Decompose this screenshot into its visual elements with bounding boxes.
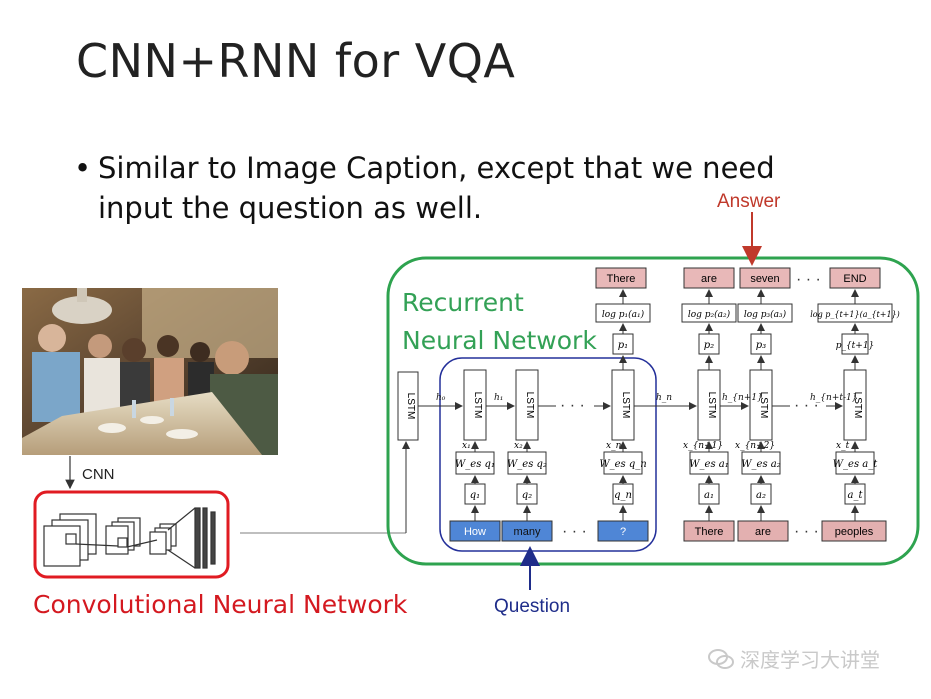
svg-text:LSTM: LSTM xyxy=(852,392,863,419)
svg-text:LSTM: LSTM xyxy=(472,392,483,419)
svg-text:· · ·: · · · xyxy=(794,397,819,414)
svg-text:peoples: peoples xyxy=(835,526,874,538)
watermark-text: 深度学习大讲堂 xyxy=(740,650,880,672)
bullet-line-1: Similar to Image Caption, except that we… xyxy=(98,151,775,185)
lstm-cell-0: LSTM xyxy=(397,371,419,441)
svg-text:q₁: q₁ xyxy=(470,490,480,501)
svg-text:log p₃(a₃): log p₃(a₃) xyxy=(744,309,787,320)
rnn-title-line-1: Recurrent xyxy=(402,288,524,317)
svg-text:h_{n+t-1}: h_{n+t-1} xyxy=(810,393,857,403)
svg-text:q₂: q₂ xyxy=(522,490,532,501)
svg-text:seven: seven xyxy=(750,273,779,285)
answer-column-t: LSTM W_es a_t a_t peoples x_t p_{t+1} lo… xyxy=(810,267,900,542)
rnn-title: Recurrent Neural Network xyxy=(402,284,597,360)
svg-text:?: ? xyxy=(620,526,626,538)
svg-text:W_es q_n: W_es q_n xyxy=(599,459,646,470)
svg-text:x₁: x₁ xyxy=(462,441,471,451)
wechat-icon xyxy=(708,648,734,669)
svg-text:a₂: a₂ xyxy=(756,490,766,501)
svg-text:LSTM: LSTM xyxy=(620,392,631,419)
answer-column-2: LSTM W_es a₂ a₂ are x_{n+2} p₃ log p₃(a₃… xyxy=(735,267,793,542)
svg-text:h₀: h₀ xyxy=(436,393,446,403)
svg-text:p_{t+1}: p_{t+1} xyxy=(836,341,875,351)
svg-text:x_{n+2}: x_{n+2} xyxy=(735,441,775,451)
svg-text:How: How xyxy=(464,526,486,538)
question-label: Question xyxy=(494,596,571,617)
svg-text:W_es a₁: W_es a₁ xyxy=(689,459,728,470)
svg-text:a_t: a_t xyxy=(848,490,864,501)
slide-title: CNN+RNN for VQA xyxy=(76,34,516,88)
svg-text:log p_{t+1}(a_{t+1}): log p_{t+1}(a_{t+1}) xyxy=(810,310,900,319)
vertical-arrows xyxy=(471,289,859,521)
svg-text:p₃: p₃ xyxy=(756,340,766,351)
question-column-2: LSTM W_es q₂ q₂ many x₂ xyxy=(501,369,553,542)
bullet-dot-icon: • xyxy=(74,151,92,185)
svg-text:p₂: p₂ xyxy=(704,340,714,351)
ellipses: · · · · · · · · · · · · · · · xyxy=(560,271,821,540)
svg-text:log p₁(a₁): log p₁(a₁) xyxy=(602,309,645,320)
question-column-1: LSTM W_es q₁ q₁ How x₁ xyxy=(449,369,501,542)
svg-text:are: are xyxy=(701,273,717,285)
svg-text:· · ·: · · · xyxy=(796,271,821,288)
svg-text:LSTM: LSTM xyxy=(524,392,535,419)
svg-text:log p₂(a₂): log p₂(a₂) xyxy=(688,309,731,320)
question-box xyxy=(439,357,657,552)
svg-text:h₁: h₁ xyxy=(494,393,503,403)
bullet-point: • Similar to Image Caption, except that … xyxy=(74,148,834,228)
svg-text:a₁: a₁ xyxy=(704,490,714,501)
svg-text:q_n: q_n xyxy=(614,490,632,501)
svg-text:h_{n+1}: h_{n+1} xyxy=(722,393,763,403)
answer-label: Answer xyxy=(717,191,781,212)
svg-text:W_es q₂: W_es q₂ xyxy=(507,459,547,470)
svg-text:W_es a_t: W_es a_t xyxy=(833,459,878,470)
svg-text:x_t: x_t xyxy=(836,441,850,451)
svg-text:x_{n+1}: x_{n+1} xyxy=(683,441,723,451)
dinner-photo xyxy=(22,288,278,455)
svg-text:x_n: x_n xyxy=(606,441,622,451)
rnn-box xyxy=(386,256,920,566)
svg-text:There: There xyxy=(695,526,724,538)
watermark: 深度学习大讲堂 xyxy=(708,644,880,673)
rnn-title-line-2: Neural Network xyxy=(402,326,597,355)
svg-text:· · ·: · · · xyxy=(562,523,587,540)
cnn-box xyxy=(33,490,230,579)
bullet-line-2: input the question as well. xyxy=(98,191,483,225)
svg-text:There: There xyxy=(607,273,636,285)
cnn-label: CNN xyxy=(82,466,115,483)
svg-text:x₂: x₂ xyxy=(514,441,523,451)
svg-text:LSTM: LSTM xyxy=(706,392,717,419)
hidden-state-labels: h₀ h₁ h_n h_{n+1} h_{n+t-1} xyxy=(436,393,857,403)
svg-text:· · ·: · · · xyxy=(794,523,819,540)
svg-text:END: END xyxy=(843,273,866,285)
cnn-caption: Convolutional Neural Network xyxy=(33,590,408,619)
cnn-layers-icon xyxy=(43,507,216,569)
svg-text:LSTM: LSTM xyxy=(758,392,769,419)
question-column-n: LSTM W_es q_n q_n ? x_n p₁ log p₁(a₁) Th… xyxy=(595,267,651,542)
svg-text:W_es q₁: W_es q₁ xyxy=(455,459,495,470)
svg-text:LSTM: LSTM xyxy=(405,393,416,420)
svg-text:p₁: p₁ xyxy=(618,340,628,351)
svg-text:W_es a₂: W_es a₂ xyxy=(741,459,780,470)
svg-text:many: many xyxy=(514,526,541,538)
svg-text:are: are xyxy=(755,526,771,538)
svg-text:· · ·: · · · xyxy=(560,397,585,414)
svg-text:h_n: h_n xyxy=(656,393,672,403)
answer-column-1: LSTM W_es a₁ a₁ There x_{n+1} p₂ log p₂(… xyxy=(681,267,737,542)
